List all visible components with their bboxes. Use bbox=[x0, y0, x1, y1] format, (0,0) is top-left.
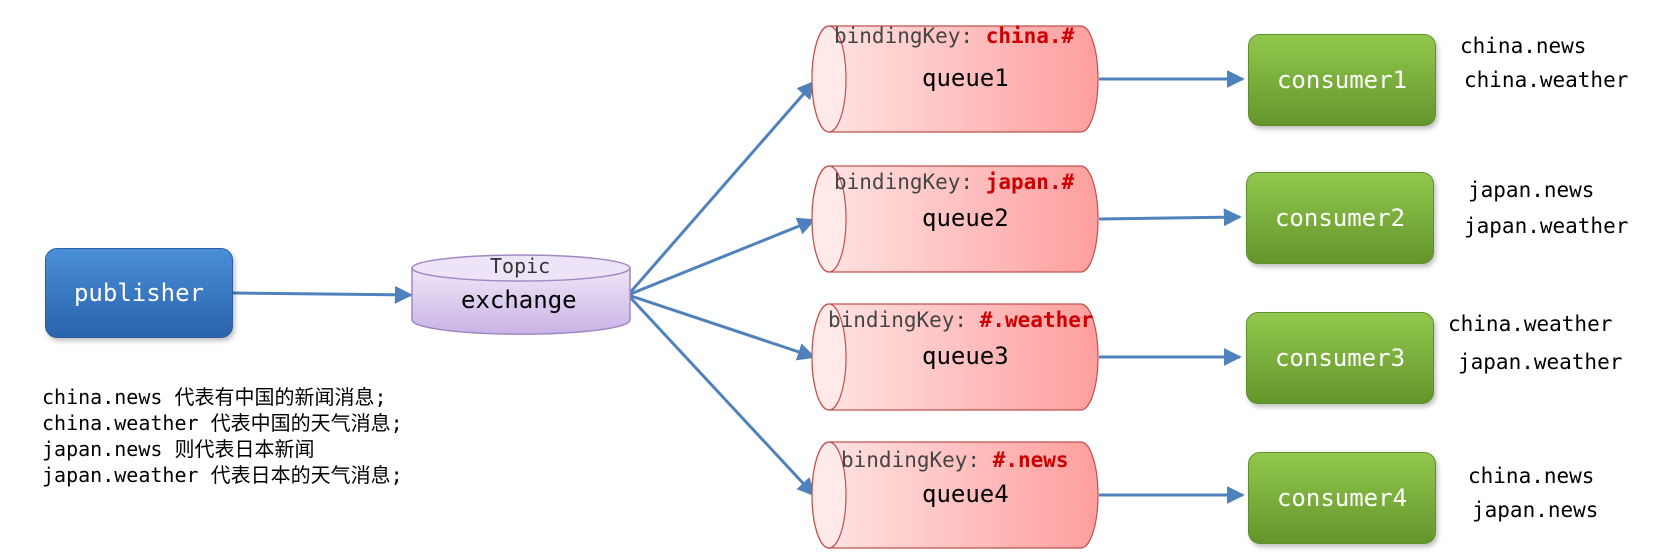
arrow-exchange-queue3 bbox=[627, 293, 816, 361]
queue4-name: queue4 bbox=[922, 480, 1009, 508]
exchange-cylinder bbox=[411, 254, 631, 335]
queue3-binding-key: bindingKey: #.weather bbox=[828, 308, 1094, 332]
consumer3-node: consumer3 bbox=[1246, 312, 1434, 404]
legend-line: japan.news 则代表日本新闻 bbox=[42, 437, 315, 461]
consumer2-node: consumer2 bbox=[1246, 172, 1434, 264]
publisher-node: publisher bbox=[45, 248, 233, 338]
queue-cylinder-1 bbox=[811, 25, 1099, 133]
queue1-binding-key: bindingKey: china.# bbox=[834, 24, 1074, 48]
binding-prefix: bindingKey: bbox=[841, 448, 993, 472]
arrows bbox=[232, 70, 1245, 504]
binding-key-value: china.# bbox=[985, 24, 1075, 48]
consumer3-key-2: japan.weather bbox=[1458, 350, 1623, 374]
consumer1-key-1: china.news bbox=[1460, 34, 1587, 58]
binding-key-value: japan.# bbox=[985, 170, 1075, 194]
consumer2-key-2: japan.weather bbox=[1464, 214, 1629, 238]
publisher-label: publisher bbox=[73, 279, 205, 307]
binding-prefix: bindingKey: bbox=[834, 170, 986, 194]
arrow-publisher-exchange bbox=[232, 285, 413, 304]
consumer4-key-2: japan.news bbox=[1472, 498, 1599, 522]
legend-line: china.news 代表有中国的新闻消息; bbox=[42, 385, 387, 409]
exchange-type-label: Topic bbox=[490, 254, 551, 278]
consumer4-label: consumer4 bbox=[1276, 484, 1408, 512]
queue-cylinder-3 bbox=[811, 303, 1099, 411]
arrow-exchange-queue1 bbox=[626, 80, 816, 296]
consumer3-label: consumer3 bbox=[1274, 344, 1406, 372]
legend-line: china.weather 代表中国的天气消息; bbox=[42, 411, 403, 435]
legend-line: japan.weather 代表日本的天气消息; bbox=[42, 463, 403, 487]
queue4-binding-key: bindingKey: #.news bbox=[841, 448, 1069, 472]
exchange-label: exchange bbox=[461, 286, 577, 314]
binding-key-value: #.weather bbox=[979, 308, 1094, 332]
consumer2-key-1: japan.news bbox=[1468, 178, 1595, 202]
queue3-name: queue3 bbox=[922, 342, 1009, 370]
consumer1-label: consumer1 bbox=[1276, 66, 1408, 94]
queue1-name: queue1 bbox=[922, 64, 1009, 92]
queue-cylinder-4 bbox=[811, 441, 1099, 549]
consumer1-node: consumer1 bbox=[1248, 34, 1436, 126]
binding-prefix: bindingKey: bbox=[834, 24, 986, 48]
binding-key-value: #.news bbox=[992, 448, 1069, 472]
arrow-queue2-consumer2 bbox=[1098, 208, 1242, 227]
arrow-exchange-queue2 bbox=[627, 217, 816, 297]
consumer1-key-2: china.weather bbox=[1464, 68, 1629, 92]
queue-cylinder-2 bbox=[811, 165, 1099, 273]
consumer4-key-1: china.news bbox=[1468, 464, 1595, 488]
consumer3-key-1: china.weather bbox=[1448, 312, 1613, 336]
queue2-binding-key: bindingKey: japan.# bbox=[834, 170, 1074, 194]
consumer4-node: consumer4 bbox=[1248, 452, 1436, 544]
arrow-exchange-queue4 bbox=[626, 293, 816, 497]
consumer2-label: consumer2 bbox=[1274, 204, 1406, 232]
routing-key-legend: china.news 代表有中国的新闻消息; china.weather 代表中… bbox=[42, 384, 403, 488]
binding-prefix: bindingKey: bbox=[828, 308, 980, 332]
queue2-name: queue2 bbox=[922, 204, 1009, 232]
